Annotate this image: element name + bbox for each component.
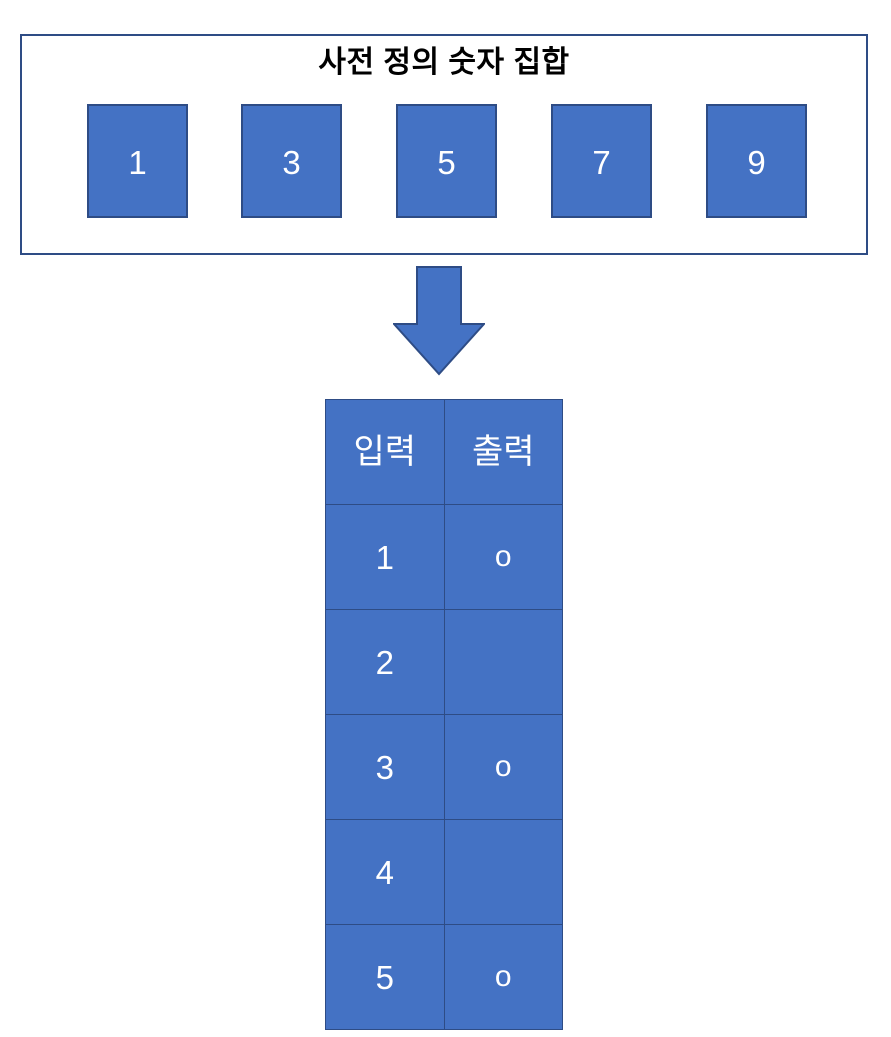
table-row: 1 o	[325, 504, 563, 610]
io-mapping-table: 입력 출력 1 o 2 3 o 4 5 o	[325, 399, 563, 1030]
number-card: 1	[87, 104, 188, 218]
cell-output	[443, 819, 563, 925]
cell-input: 4	[325, 819, 445, 925]
table-row: 4	[325, 819, 563, 925]
predefined-set-title: 사전 정의 숫자 집합	[318, 46, 570, 79]
cell-input: 1	[325, 504, 445, 610]
cell-output: o	[443, 714, 563, 820]
number-card: 5	[396, 104, 497, 218]
predefined-set-number-row: 1 3 5 7 9	[22, 104, 866, 220]
cell-input: 3	[325, 714, 445, 820]
table-header-row: 입력 출력	[325, 399, 563, 505]
number-card: 3	[241, 104, 342, 218]
cell-input: 2	[325, 609, 445, 715]
number-card: 9	[706, 104, 807, 218]
number-card: 7	[551, 104, 652, 218]
column-header-input: 입력	[325, 399, 445, 505]
table-row: 5 o	[325, 924, 563, 1030]
cell-output	[443, 609, 563, 715]
arrow-down-icon	[393, 266, 485, 376]
column-header-output: 출력	[443, 399, 563, 505]
cell-output: o	[443, 504, 563, 610]
table-row: 2	[325, 609, 563, 715]
table-row: 3 o	[325, 714, 563, 820]
cell-input: 5	[325, 924, 445, 1030]
predefined-set-container: 사전 정의 숫자 집합 1 3 5 7 9	[20, 34, 868, 255]
cell-output: o	[443, 924, 563, 1030]
